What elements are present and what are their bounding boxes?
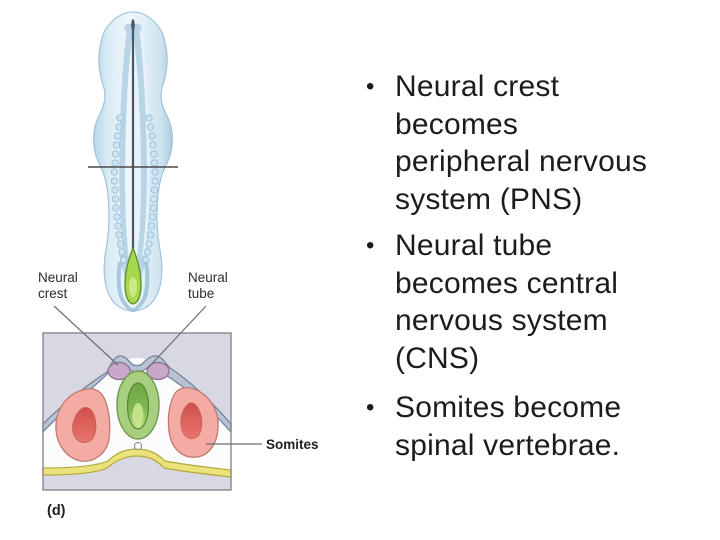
leader-line-neural-tube [146,305,207,370]
neurulation-diagram: Neural crest Neural tube Somites (d) [38,11,319,519]
bullet-line: becomes [395,107,519,141]
bullet-line: Somites become [395,391,622,424]
bullet-line: system (PNS) [395,182,583,216]
bullet-line: nervous system [395,304,608,337]
bullet-line: spinal vertebrae. [395,428,621,462]
label-panel-letter: (d) [47,503,66,519]
somite-left-core [72,407,97,443]
bullet-line: becomes central [395,266,619,300]
tail-rim [116,261,150,313]
bullet-line: Neural tube [395,229,553,262]
bullet-text: Neural crest becomes peripheral nervous … [395,68,681,218]
leader-line-neural-crest [53,305,119,366]
bullet-item-somites: • Somites become spinal vertebrae. [366,389,681,464]
bullet-marker: • [366,232,375,259]
bullet-text: Neural tube becomes central nervous syst… [395,227,681,377]
bullet-marker: • [366,73,375,100]
neural-crest-left [107,361,131,381]
bullet-text: Somites become spinal vertebrae. [395,389,681,464]
bullet-line: peripheral nervous [395,145,648,178]
somite-dots [110,114,159,264]
neural-crest-right [146,361,170,381]
label-neural-crest-line2: crest [38,286,68,301]
bullet-line: Neural crest [395,70,560,103]
tail-tube-highlight [129,277,137,297]
bullet-line: (CNS) [395,341,480,375]
somite-right-core [180,402,203,440]
label-neural-tube-line2: tube [188,286,214,301]
lumen-highlight [132,403,144,427]
cross-section-box [42,332,232,491]
tail-neural-tube [124,246,142,305]
bullet-marker: • [366,394,375,421]
bullet-item-neural-tube: • Neural tube becomes central nervous sy… [366,227,681,377]
label-neural-tube-line1: Neural [188,270,228,285]
notochord [133,441,143,451]
bullet-list: • Neural crest becomes peripheral nervou… [366,68,681,464]
label-somites: Somites [266,437,319,452]
embryo-dorsal-view [88,11,178,313]
box-border [42,332,232,491]
bullet-item-neural-crest: • Neural crest becomes peripheral nervou… [366,68,681,218]
groove-opening [131,19,135,31]
fold-highlight-right [139,30,150,256]
label-neural-crest-line1: Neural [38,270,78,285]
